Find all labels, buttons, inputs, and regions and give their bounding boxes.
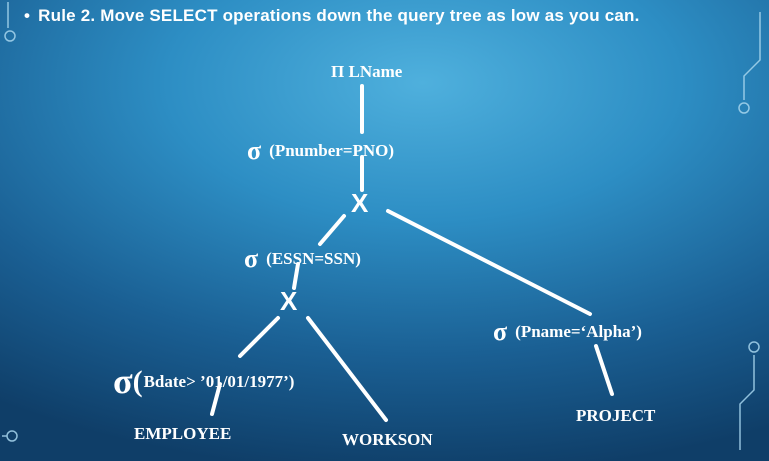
select-bdate-open-paren: ( (132, 365, 143, 398)
projection-symbol: Π (331, 62, 345, 81)
cross-product-bottom: X (280, 286, 298, 316)
select-bdate-node: σ(Bdate> ’01/01/1977’) (113, 354, 295, 401)
edge-select-pname-to-project (594, 344, 614, 396)
relation-project: PROJECT (576, 406, 656, 425)
select-pname-condition: (Pname=‘Alpha’) (515, 322, 642, 341)
edge-cross-bottom-to-select-bdate (238, 316, 280, 358)
select-pname-symbol: σ (493, 317, 508, 346)
select-pname-node: σ (Pname=‘Alpha’) (493, 314, 642, 346)
edge-cross-top-to-select-pname (386, 209, 592, 316)
select-bdate-condition: Bdate> ’01/01/1977’) (143, 372, 295, 391)
relation-workson: WORKSON (342, 430, 433, 449)
slide-heading: • Rule 2. Move SELECT operations down the… (24, 6, 764, 26)
select-pnumber-symbol: σ (247, 136, 262, 165)
cross-product-top: X (351, 188, 369, 218)
projection-attribute: LName (348, 62, 403, 81)
relation-employee: EMPLOYEE (134, 424, 232, 443)
select-bdate-symbol: σ (113, 361, 133, 401)
select-pnumber-condition: (Pnumber=PNO) (269, 141, 395, 160)
circuit-node-right-mid (748, 341, 760, 353)
heading-bullet: • (24, 6, 31, 25)
select-essn-condition: (ESSN=SSN) (266, 249, 361, 268)
edge-select-essn-to-cross-bottom (292, 262, 300, 290)
select-essn-symbol: σ (244, 244, 259, 273)
circuit-line-right-bottom (739, 355, 755, 450)
heading-text: Rule 2. Move SELECT operations down the … (38, 6, 640, 25)
projection-node: Π LName (331, 62, 402, 82)
edge-cross-top-to-select-essn (318, 214, 346, 246)
circuit-node-top-right (738, 102, 750, 114)
select-essn-node: σ (ESSN=SSN) (244, 241, 361, 273)
circuit-node-top-left (4, 30, 16, 42)
select-pnumber-node: σ (Pnumber=PNO) (247, 133, 395, 165)
circuit-line-top-right (743, 12, 761, 100)
edge-cross-bottom-to-workson (306, 316, 388, 422)
edge-select-bdate-to-employee (210, 382, 222, 416)
